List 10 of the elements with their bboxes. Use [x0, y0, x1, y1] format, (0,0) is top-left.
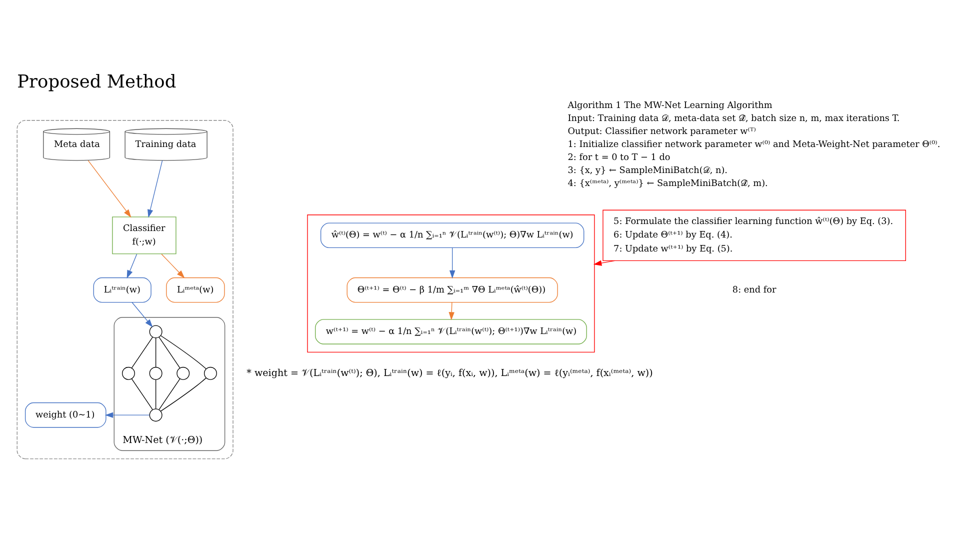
diagram-title: Proposed Method — [17, 72, 176, 92]
label: Output: Classifier network parameter w⁽ᵀ⁾ — [568, 126, 756, 136]
label: 2: for t = 0 to T − 1 do — [568, 152, 670, 162]
label: 4: {x⁽ᵐᵉᵗᵃ⁾, y⁽ᵐᵉᵗᵃ⁾} ← SampleMiniBatch(𝒟̂, m). — [568, 178, 768, 188]
label: 3: {x, y} ← SampleMiniBatch(𝒟, n). — [568, 165, 728, 176]
label: 8: end for — [732, 284, 776, 295]
label: * weight = 𝒱(Lᵢᵗʳᵃⁱⁿ(w⁽ᵗ⁾); Θ), Lᵢᵗʳᵃⁱⁿ(w) = ℓ(yᵢ, f(xᵢ, w)), Lᵢᵐᵉᵗᵃ(w) = ℓ(yᵢ⁽ᵐᵉᵗᵃ⁾, f(xᵢ⁽ᵐᵉᵗᵃ⁾, w)) — [246, 367, 653, 378]
label: 1: Initialize classifier network parameter w⁽⁰⁾ and Meta-Weight-Net parameter Θ⁽⁰⁾. — [568, 139, 940, 150]
label: Algorithm 1 The MW-Net Learning Algorithm — [568, 100, 772, 110]
label: Input: Training data 𝒟, meta-data set 𝒟̂, batch size n, m, max iterations T. — [568, 113, 900, 124]
